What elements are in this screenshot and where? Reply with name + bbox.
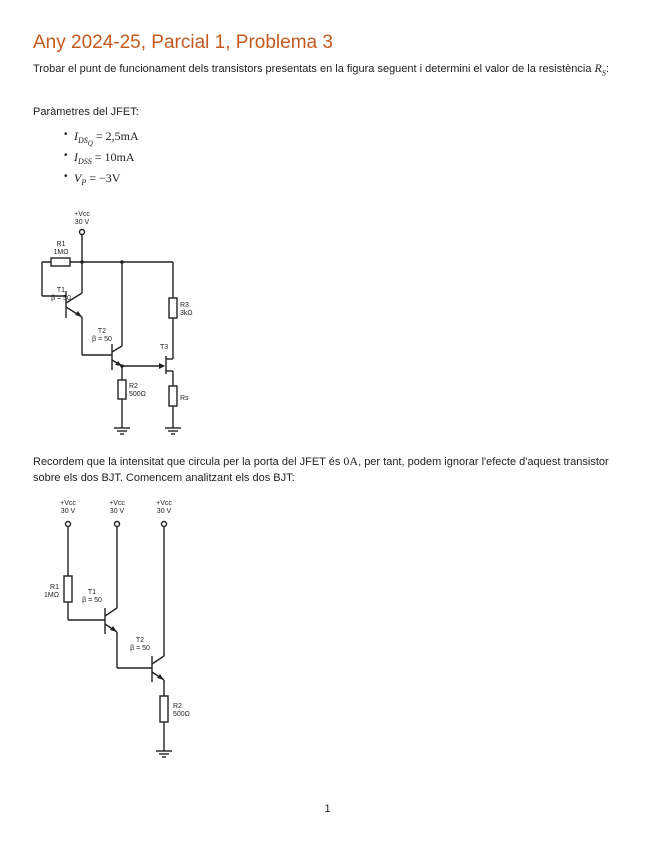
param-idsq: IDSQ = 2,5mA (64, 124, 139, 148)
rs-symbol: RS (594, 61, 606, 78)
r3-value: 3kΩ (180, 310, 193, 317)
t1-beta: β = 50 (82, 597, 102, 604)
vcc2-label: +Vcc (109, 500, 125, 507)
t1-label: T1 (88, 589, 96, 596)
t2-beta: β = 50 (130, 645, 150, 652)
vcc2-value: 30 V (110, 508, 125, 515)
analysis-note: Recordem que la intensitat que circula p… (33, 454, 609, 484)
t2-label: T2 (98, 328, 106, 335)
rs-label: Rs (180, 395, 189, 402)
vcc1-label: +Vcc (60, 500, 76, 507)
jfet-parameter-list: IDSQ = 2,5mA IDSS = 10mA VP = −3V (64, 124, 139, 189)
page-number: 1 (324, 803, 331, 815)
r1-label: R1 (50, 584, 59, 591)
circuit-diagram-full: +Vcc 30 V R1 1MΩ T1 β = 50 T2 β = 50 R2 … (41, 211, 193, 435)
circuit-diagram-bjt: +Vcc 30 V +Vcc 30 V +Vcc 30 V R1 1MΩ T1 … (44, 500, 190, 758)
param-vp: VP = −3V (64, 166, 139, 189)
r1-value: 1MΩ (54, 249, 69, 256)
vcc-label: +Vcc (74, 211, 90, 218)
vcc-value: 30 V (75, 219, 90, 226)
vcc3-value: 30 V (157, 508, 172, 515)
t3-label: T3 (160, 344, 168, 351)
problem-statement: Trobar el punt de funcionament dels tran… (33, 61, 609, 78)
r2-label: R2 (173, 703, 182, 710)
r2-value: 500Ω (129, 391, 146, 398)
r1-label: R1 (57, 241, 66, 248)
r2-label: R2 (129, 383, 138, 390)
vcc1-value: 30 V (61, 508, 76, 515)
r2-value: 500Ω (173, 711, 190, 718)
t1-label: T1 (57, 287, 65, 294)
t1-beta: β = 50 (51, 295, 71, 302)
t2-label: T2 (136, 637, 144, 644)
page-title: Any 2024-25, Parcial 1, Problema 3 (33, 32, 333, 53)
t2-beta: β = 50 (92, 336, 112, 343)
zero-amp: 0A (343, 454, 359, 468)
params-label: Paràmetres del JFET: (33, 106, 139, 118)
vcc3-label: +Vcc (156, 500, 172, 507)
r3-label: R3 (180, 302, 189, 309)
r1-value: 1MΩ (44, 592, 59, 599)
problem-statement-text: Trobar el punt de funcionament dels tran… (33, 63, 595, 75)
param-idss: IDSS = 10mA (64, 145, 139, 168)
